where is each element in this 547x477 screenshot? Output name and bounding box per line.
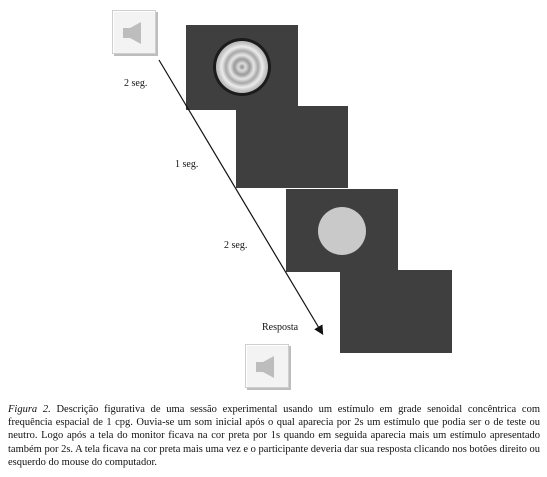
speaker-icon <box>256 356 274 378</box>
speaker-icon <box>123 22 141 44</box>
screen-gray-disc-stimulus <box>286 189 398 272</box>
end-sound-speaker <box>245 344 289 388</box>
duration-label-step-1: 2 seg. <box>124 78 148 89</box>
figure-caption-label: Figura 2. <box>8 404 51 415</box>
figure-caption-text: Descrição figurativa de uma sessão exper… <box>8 404 540 468</box>
concentric-grating-stimulus <box>213 38 271 96</box>
duration-label-step-2: 1 seg. <box>175 159 199 170</box>
screen-grating-stimulus <box>186 25 298 110</box>
screen-blank-interval <box>236 106 348 188</box>
duration-label-step-3: 2 seg. <box>224 240 248 251</box>
screen-response-blank <box>340 270 452 353</box>
response-label: Resposta <box>262 322 299 333</box>
start-sound-speaker <box>112 10 156 54</box>
figure-caption: Figura 2. Descrição figurativa de uma se… <box>8 403 540 469</box>
gray-disc-stimulus <box>318 207 366 255</box>
